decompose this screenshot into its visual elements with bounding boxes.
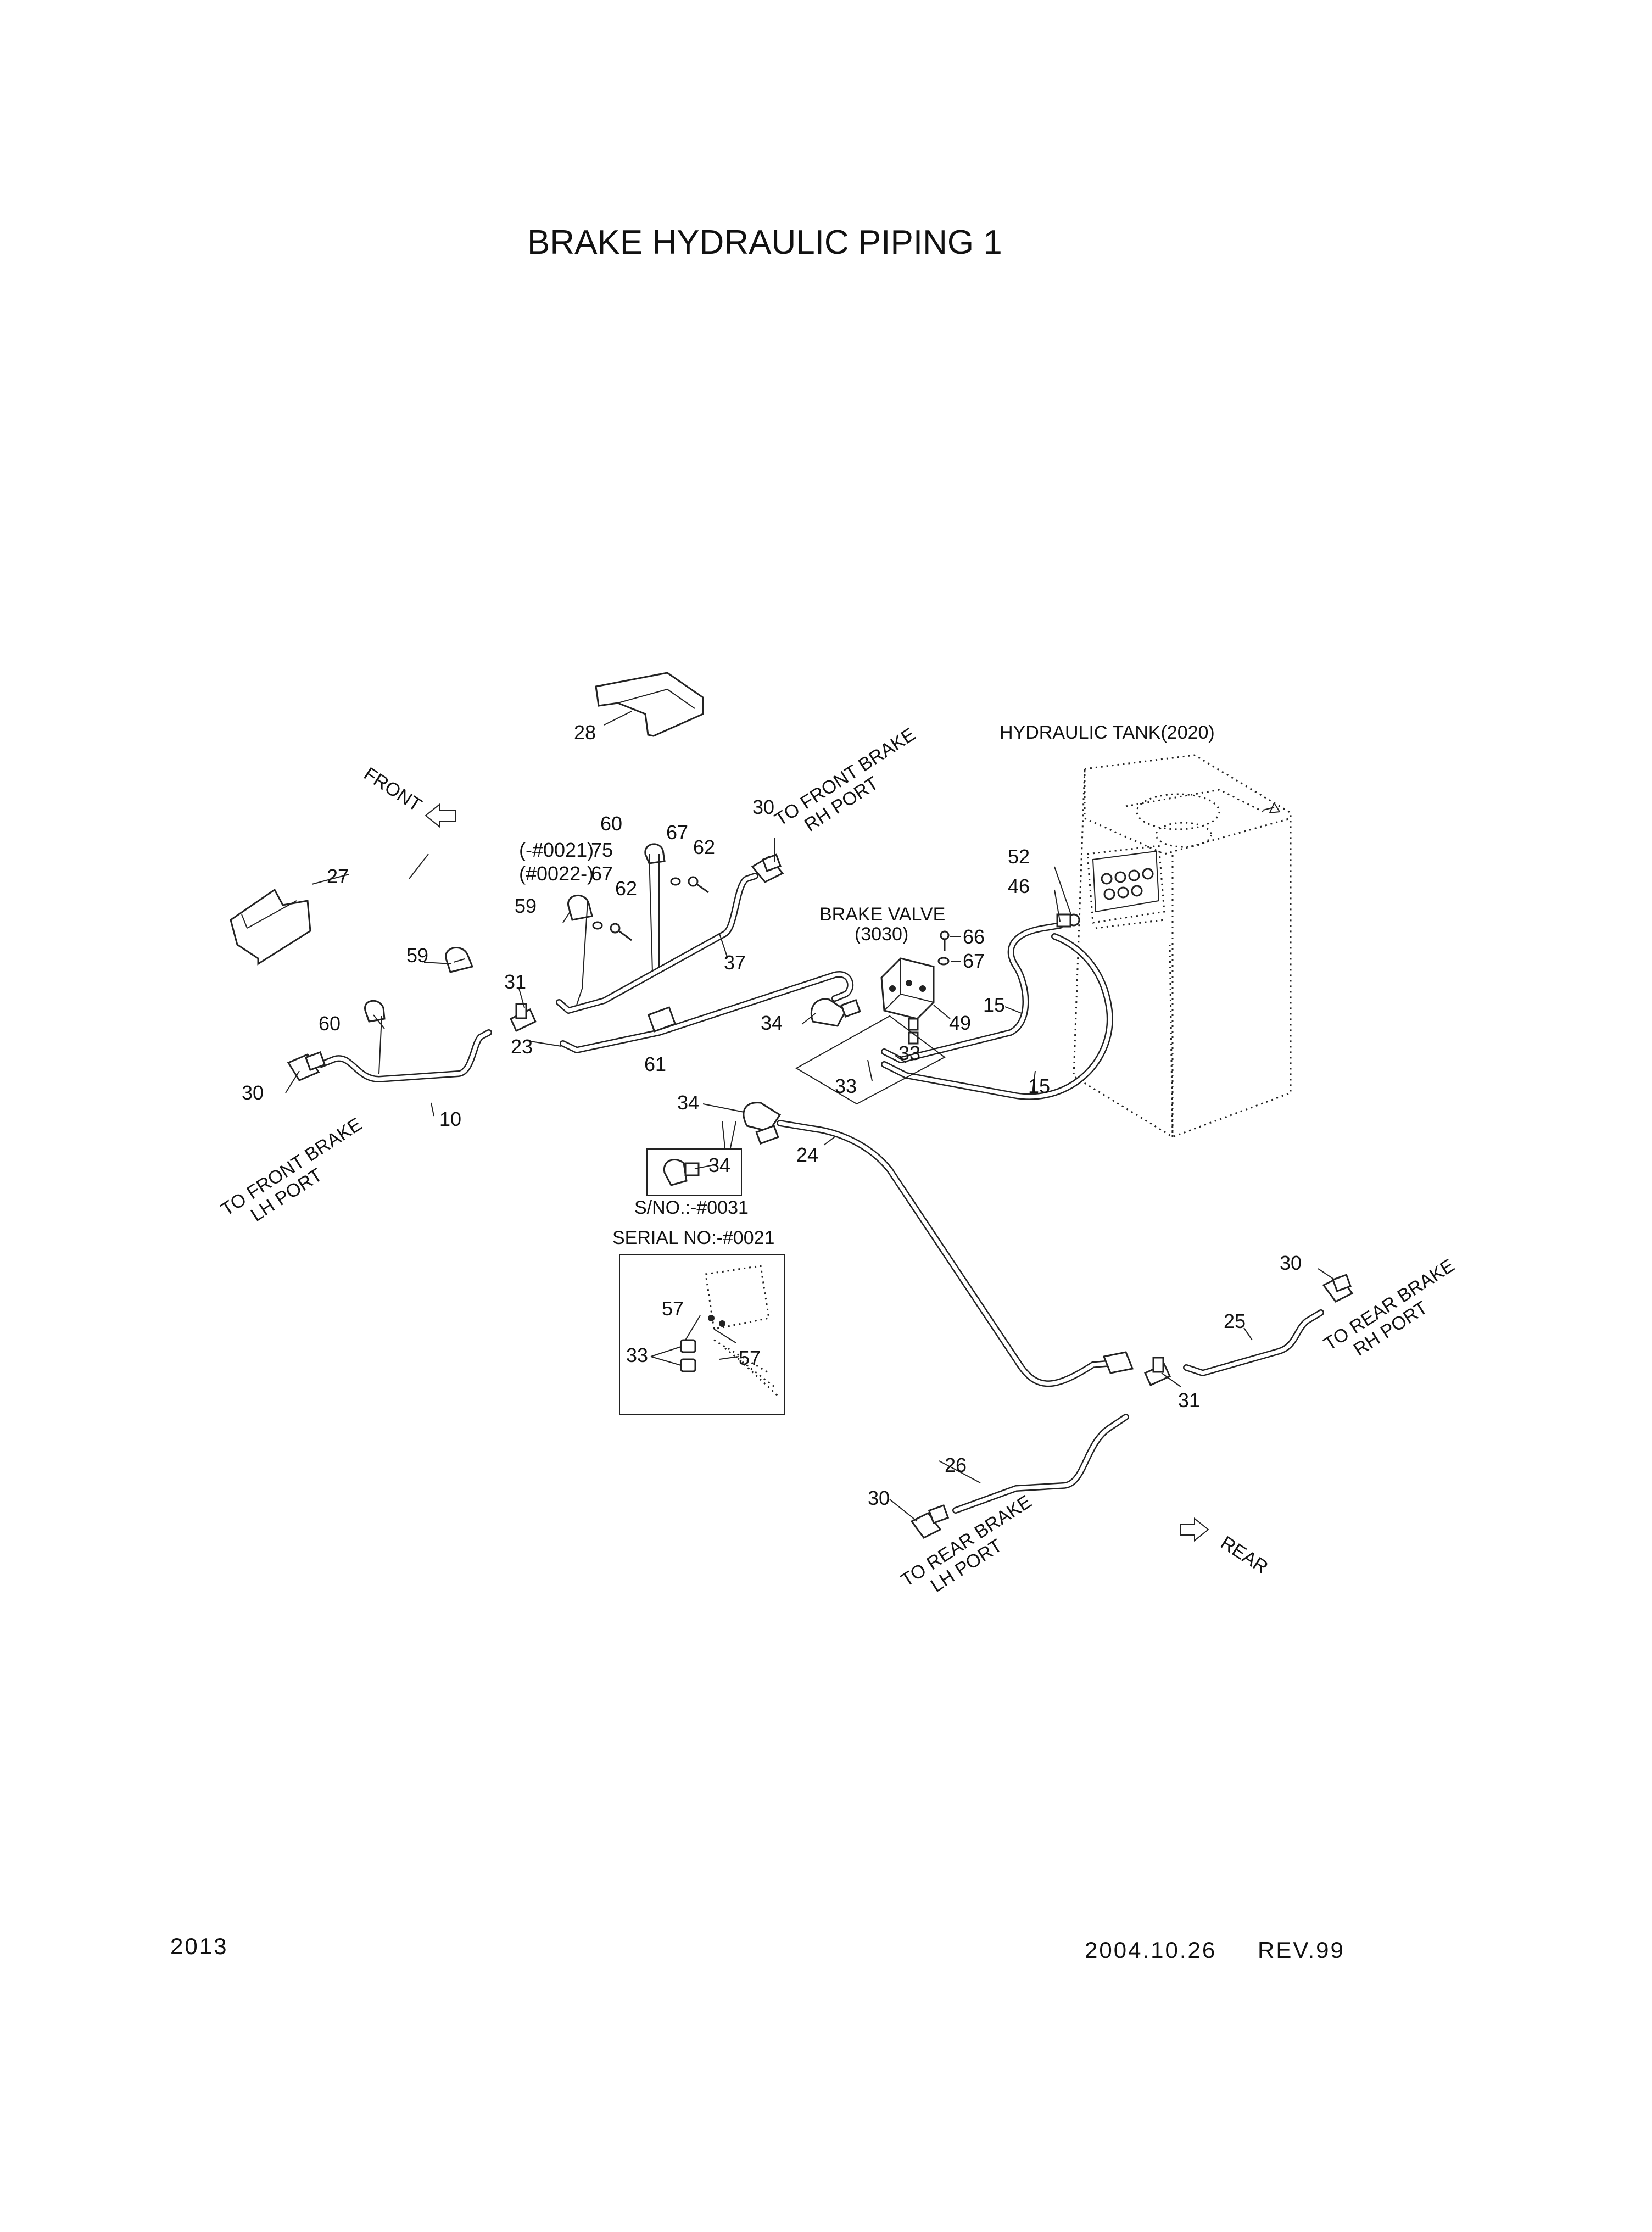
pipe-25 — [1183, 1309, 1324, 1376]
revision-label: REV.99 — [1258, 1937, 1345, 1963]
sn-0031-label: S/NO.:-#0031 — [634, 1197, 749, 1218]
pipe-15 — [881, 922, 1113, 1100]
pipe-10 — [318, 1029, 492, 1082]
callout-49: 49 — [949, 1012, 971, 1034]
tee-31-rear — [1144, 1357, 1171, 1386]
callout-33-inset: 33 — [626, 1344, 648, 1366]
clamp-60-left — [364, 1000, 386, 1023]
fitting-30-front-lh — [287, 1051, 326, 1081]
callout-60-left: 60 — [319, 1012, 341, 1035]
callout-60-upper: 60 — [600, 812, 622, 835]
pipe-24 — [777, 1120, 1129, 1387]
serial-from-0022-note: (#0022-) — [519, 862, 594, 885]
callout-28: 28 — [574, 721, 596, 744]
front-label: FRONT — [360, 763, 426, 816]
hydraulic-tank-label: HYDRAULIC TANK(2020) — [1000, 722, 1215, 743]
callout-59-upper: 59 — [515, 895, 537, 917]
revision-date: 2004.10.26 — [1085, 1937, 1216, 1963]
callout-15-lower: 15 — [1028, 1075, 1050, 1097]
leader-lines — [285, 711, 1335, 1522]
rear-arrow — [1180, 1517, 1209, 1542]
callout-34-valve: 34 — [761, 1012, 783, 1034]
callout-30-rear-rh: 30 — [1280, 1252, 1302, 1274]
pipe-23 — [560, 971, 854, 1053]
callout-62-left: 62 — [615, 877, 637, 900]
callout-34-pipe: 34 — [677, 1091, 699, 1114]
callout-57-upper: 57 — [662, 1297, 684, 1320]
clamp-61 — [647, 1006, 677, 1033]
inset-sn0031 — [646, 1148, 742, 1196]
callout-67-left: 67 — [591, 862, 613, 885]
callout-30-front-lh: 30 — [242, 1081, 264, 1104]
callout-33-valve: 33 — [898, 1042, 920, 1064]
clamp-59-left — [445, 947, 474, 973]
elbow-pipe24-end — [1102, 1351, 1134, 1374]
rear-label: REAR — [1217, 1532, 1272, 1578]
callout-31-front: 31 — [504, 970, 526, 993]
callout-27: 27 — [327, 865, 349, 888]
elbow-34-valve — [810, 998, 861, 1027]
page-number: 2013 — [170, 1933, 228, 1959]
callout-24: 24 — [796, 1143, 818, 1166]
brake-valve-ref: (3030) — [855, 924, 908, 945]
fitting-30-rear-rh — [1322, 1274, 1354, 1303]
callout-33-low: 33 — [835, 1075, 857, 1097]
bolts-washers — [592, 876, 1080, 966]
bracket-28 — [595, 672, 704, 737]
brake-valve — [795, 957, 946, 1105]
callout-34-inset: 34 — [708, 1154, 730, 1176]
callout-61: 61 — [644, 1053, 666, 1075]
front-arrow — [425, 803, 456, 828]
serial-upto-0021-note: (-#0021) — [519, 839, 594, 861]
pipe-37 — [556, 873, 758, 1014]
callout-59-left: 59 — [406, 944, 428, 967]
pipe-26 — [952, 1414, 1129, 1514]
callout-37: 37 — [724, 951, 746, 974]
callout-46: 46 — [1008, 875, 1030, 897]
clamp-60-upper — [644, 843, 666, 864]
callout-15-upper: 15 — [983, 994, 1005, 1016]
serial-no-0021-label: SERIAL NO:-#0021 — [612, 1227, 774, 1248]
callout-57-lower: 57 — [739, 1347, 761, 1369]
callouts: 28 27 59 60 30 10 31 23 61 59 75 67 62 6… — [242, 721, 1302, 1509]
callout-25: 25 — [1224, 1310, 1246, 1332]
bracket-27 — [230, 888, 311, 966]
callout-67-upper: 67 — [666, 821, 688, 844]
callout-66: 66 — [963, 925, 985, 948]
callout-52: 52 — [1008, 845, 1030, 868]
tank-valve-block — [1092, 801, 1281, 913]
elbow-34-pipe24 — [743, 1102, 782, 1145]
brake-valve-label: BRAKE VALVE — [819, 904, 945, 925]
inset-serial0021 — [619, 1254, 785, 1415]
callout-62-upper: 62 — [693, 836, 715, 858]
hydraulic-tank — [1073, 754, 1292, 1138]
callout-26: 26 — [945, 1454, 967, 1476]
clamp-59-upper — [567, 894, 593, 921]
callout-31-rear: 31 — [1178, 1389, 1200, 1411]
tee-31-front — [510, 1003, 537, 1033]
fitting-30-front-rh — [751, 853, 784, 883]
callout-30-rear-lh: 30 — [868, 1487, 890, 1509]
callout-30-front-rh: 30 — [752, 796, 774, 818]
callout-23: 23 — [511, 1035, 533, 1058]
callout-75: 75 — [591, 839, 613, 861]
callout-67-valve: 67 — [963, 950, 985, 972]
annotations: (-#0021) (#0022-) HYDRAULIC TANK(2020) B… — [217, 722, 1459, 1597]
page-title: BRAKE HYDRAULIC PIPING 1 — [527, 224, 1002, 261]
callout-10: 10 — [439, 1108, 461, 1130]
fitting-30-rear-lh — [910, 1504, 950, 1539]
